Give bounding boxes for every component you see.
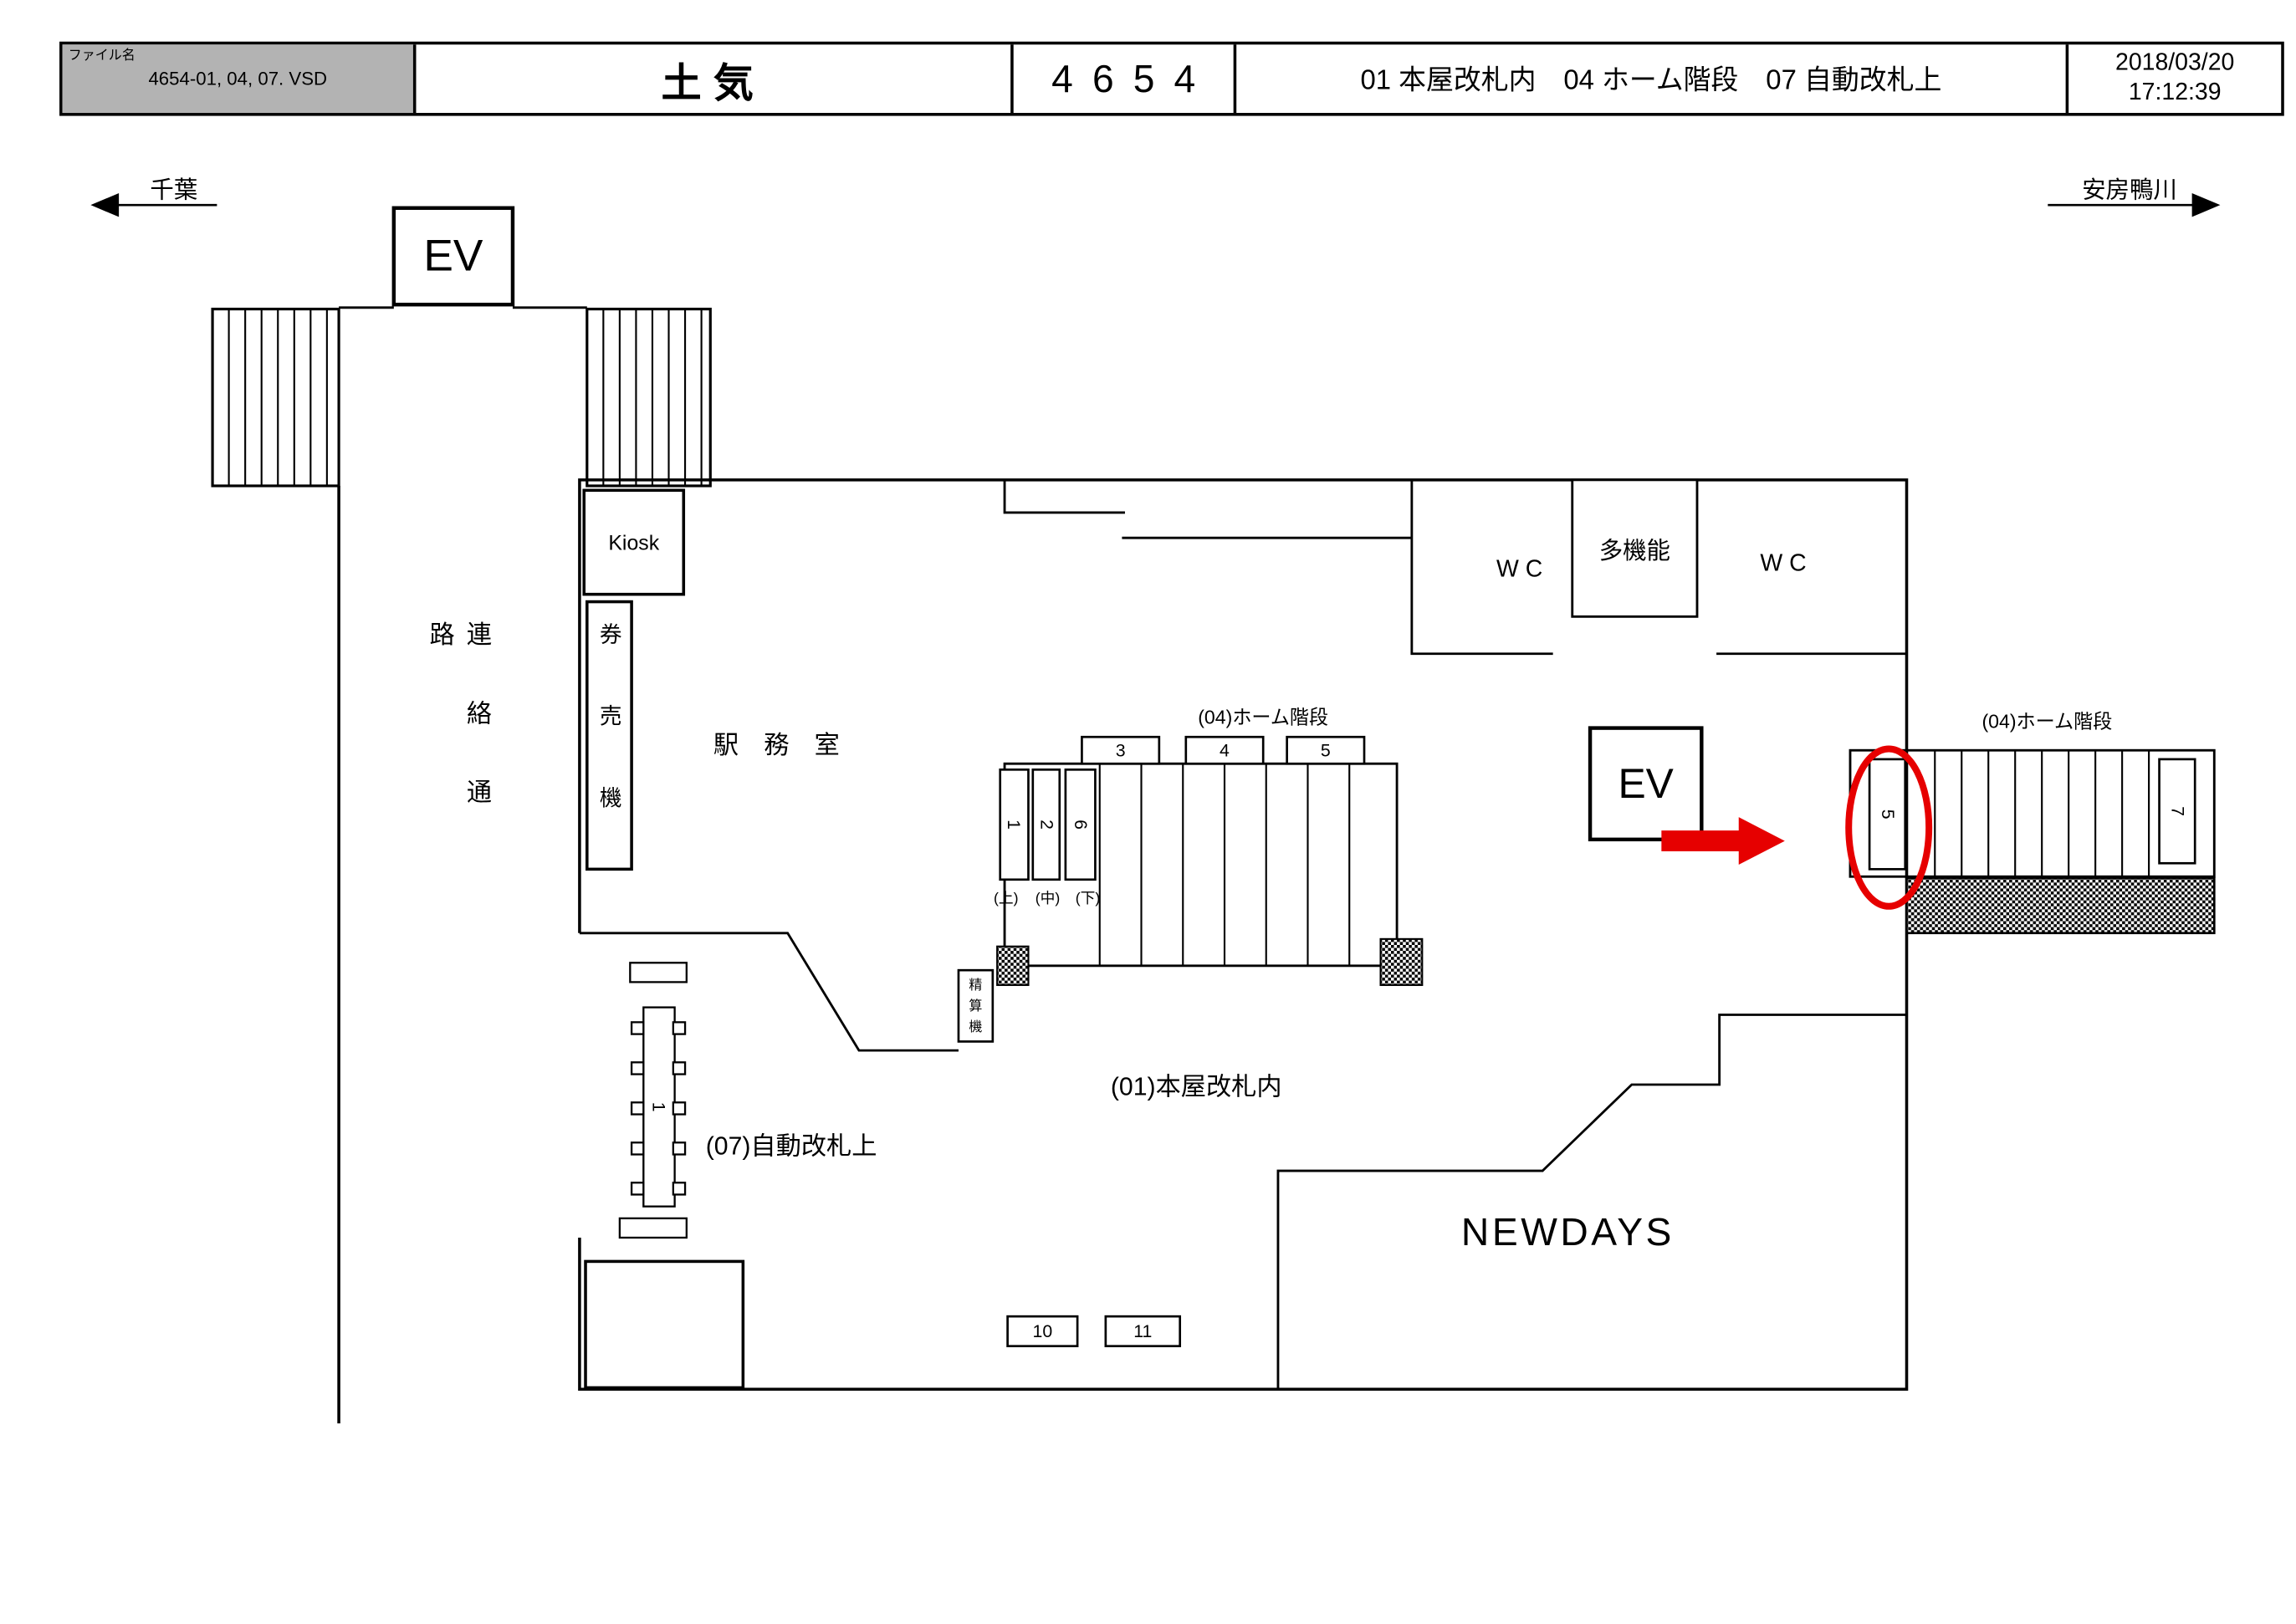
station-office-label: 駅 務 室 [713,730,840,759]
area-01-label: (01)本屋改札内 [1110,1071,1282,1101]
time-value: 17:12:39 [2128,79,2222,106]
wc-right-label: W C [1760,551,1807,577]
level-middle-label: (中) [1035,891,1061,908]
file-name-label: ファイル名 [68,47,136,63]
kiosk-label: Kiosk [608,530,660,554]
ev-top-box [339,206,587,309]
direction-arrow-right-icon [2048,192,2221,217]
fare-adjustment-label: 精算機 [967,977,983,1039]
mid-stairs-label: (04)ホーム階段 [1198,705,1329,728]
top-right-stairs [586,307,712,488]
file-name-value: 4654-01, 04, 07. VSD [148,68,328,89]
mid-stairs-side-sign-1-text: 1 [1004,820,1025,830]
mid-stairs-sign-3: 3 [1115,739,1126,761]
mid-stairs-structure [996,735,1424,987]
newdays-label: NEWDAYS [1460,1208,1675,1254]
ev-right-box [1588,726,1704,842]
level-upper-label: (上) [994,891,1019,908]
mid-stairs-side-sign-2-text: 2 [1036,820,1057,830]
fare-adjustment-box [957,968,995,1043]
right-stairs-sign-7-text: 7 [2166,806,2188,817]
drawing-number: 4654 [1014,44,1237,114]
right-stairs-sign-5-text: 5 [1876,809,1898,820]
corridor-label: 連絡通路 [425,620,491,858]
mid-stairs-side-sign-6-text: 6 [1070,820,1092,830]
station-title: 土気 [416,44,1014,114]
newdays-walls [1276,1014,1907,1390]
gate-row-sign-text: 1 [648,1101,670,1112]
red-ellipse-highlight [1845,745,1933,910]
ticket-machines-label: 券売機 [596,621,622,867]
timestamp-cell: 2018/03/20 17:12:39 [2068,44,2281,113]
right-stairs-sign-7: 7 [2160,759,2196,863]
bottom-left-room [584,1259,745,1390]
office-south-wall [579,932,959,1052]
gate-row-sign: 1 [643,1008,674,1207]
restroom-walls [1410,478,1907,656]
title-block: ファイル名 4654-01, 04, 07. VSD 土気 4654 01 本屋… [59,41,2284,116]
mid-stairs-sign-5: 5 [1320,739,1331,761]
kiosk-box [582,488,686,596]
level-lower-label: (下) [1075,891,1101,908]
ticket-machine-box [586,600,633,871]
category-list: 01 本屋改札内 04 ホーム階段 07 自動改札上 [1236,44,2069,114]
gate-array [618,962,688,1239]
area-07-label: (07)自動改札上 [705,1131,877,1160]
direction-left-label: 千葉 [150,177,198,203]
direction-arrow-left-icon [90,192,217,217]
sign-10-label: 10 [1032,1320,1053,1342]
ev-top-label: EV [423,231,483,280]
mid-stairs-sign-4: 4 [1220,739,1230,761]
mid-stairs-side-sign-1: 1 [1000,769,1029,879]
file-info-cell: ファイル名 4654-01, 04, 07. VSD [62,44,417,114]
ev-right-label: EV [1618,759,1674,806]
mid-stairs-side-sign-6: 6 [1066,769,1096,879]
red-arrow [1661,817,1785,866]
wc-left-label: W C [1496,557,1543,583]
right-stairs-label: (04)ホーム階段 [1982,710,2113,733]
sign-boxes [1006,1315,1182,1348]
sign-11-label: 11 [1133,1320,1153,1342]
direction-right-label: 安房鴨川 [2082,177,2177,203]
date-value: 2018/03/20 [2115,50,2235,76]
top-left-stairs [211,307,340,488]
building-outline [578,478,1909,1391]
multi-function-toilet-label: 多機能 [1598,539,1671,565]
interior-partition-walls [1003,479,1412,539]
right-stairs-sign-5: 5 [1869,759,1905,869]
mid-stairs-side-sign-2: 2 [1033,769,1060,879]
